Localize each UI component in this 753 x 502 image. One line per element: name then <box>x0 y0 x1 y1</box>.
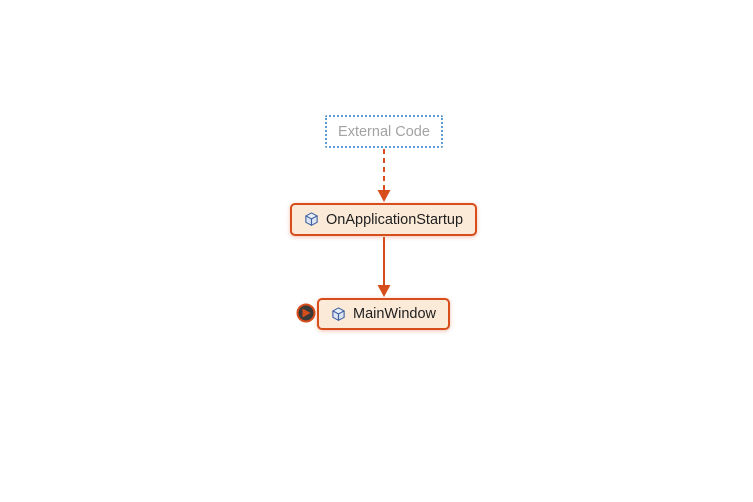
cube-icon <box>304 212 319 227</box>
arrowhead-down-icon <box>377 285 391 297</box>
node-mainwindow[interactable]: MainWindow <box>317 298 450 330</box>
edge-external-code-to-onapplicationstartup[interactable] <box>377 149 391 202</box>
entry-point-icon <box>296 303 316 323</box>
edge-onapplicationstartup-to-mainwindow[interactable] <box>377 237 391 297</box>
node-external-code[interactable]: External Code <box>325 115 443 148</box>
cube-icon <box>331 306 346 322</box>
node-onapplicationstartup[interactable]: OnApplicationStartup <box>290 203 477 236</box>
arrowhead-down-icon <box>377 190 391 202</box>
node-label: MainWindow <box>353 306 436 322</box>
node-label: OnApplicationStartup <box>325 211 464 228</box>
node-label: External Code <box>338 123 430 140</box>
